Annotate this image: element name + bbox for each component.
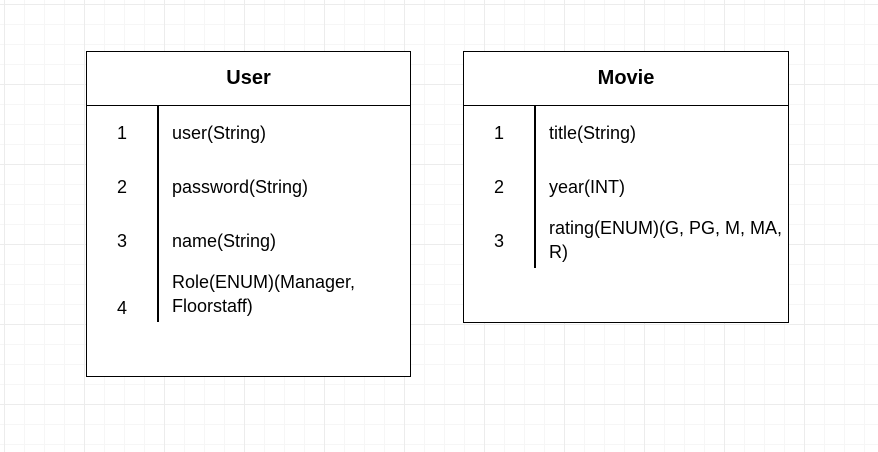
attribute-row[interactable]: 1 user(String) (87, 106, 410, 160)
attribute-index: 2 (116, 177, 127, 197)
attribute-row[interactable]: 1 title(String) (464, 106, 788, 160)
attribute-row[interactable]: 3 name(String) (87, 214, 410, 268)
attribute-index: 1 (493, 123, 504, 143)
entity-title: User (87, 52, 410, 106)
attribute-row[interactable]: 4 Role(ENUM)(Manager, Floorstaff) (87, 268, 410, 322)
attribute-index: 3 (493, 231, 504, 251)
attribute-row[interactable]: 3 rating(ENUM)(G, PG, M, MA, R) (464, 214, 788, 268)
attribute-label: name(String) (172, 231, 277, 251)
attribute-index: 4 (116, 298, 127, 318)
attribute-label: user(String) (172, 123, 267, 143)
entity-user[interactable]: User 1 user(String) 2 password(String) 3… (86, 51, 411, 377)
entity-title: Movie (464, 52, 788, 106)
attribute-row[interactable]: 2 year(INT) (464, 160, 788, 214)
column-divider (534, 106, 536, 268)
attribute-label: title(String) (549, 123, 637, 143)
attribute-index: 3 (116, 231, 127, 251)
attribute-list: 1 title(String) 2 year(INT) 3 rating(ENU… (464, 106, 788, 268)
attribute-label: year(INT) (549, 177, 625, 197)
attribute-label: password(String) (172, 177, 309, 197)
attribute-row[interactable]: 2 password(String) (87, 160, 410, 214)
column-divider (157, 106, 159, 322)
attribute-index: 1 (116, 123, 127, 143)
attribute-label: rating(ENUM)(G, PG, M, MA, R) (549, 218, 783, 262)
entity-movie[interactable]: Movie 1 title(String) 2 year(INT) 3 rati… (463, 51, 789, 323)
attribute-label: Role(ENUM)(Manager, Floorstaff) (172, 272, 356, 316)
attribute-list: 1 user(String) 2 password(String) 3 name… (87, 106, 410, 322)
attribute-index: 2 (493, 177, 504, 197)
